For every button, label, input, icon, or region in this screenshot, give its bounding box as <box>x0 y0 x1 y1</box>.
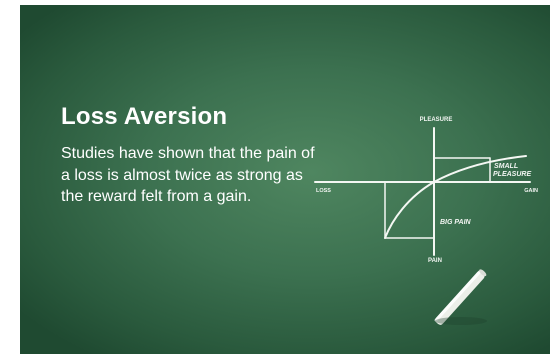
value-function-diagram: PLEASURE PAIN LOSS GAIN SMALL PLEASURE B… <box>314 117 538 325</box>
chalk-shadow <box>435 317 487 325</box>
slide-body-text: Studies have shown that the pain of a lo… <box>61 145 315 205</box>
chalkboard-slide: Loss Aversion Studies have shown that th… <box>20 5 550 354</box>
annotation-small: SMALL <box>494 163 518 170</box>
slide-title: Loss Aversion <box>61 103 228 130</box>
value-curve <box>384 155 527 239</box>
axis-label-gain: GAIN <box>524 188 538 194</box>
axis-label-pleasure: PLEASURE <box>420 117 453 123</box>
annotation-big-pain: BIG PAIN <box>440 219 472 226</box>
chalk-stick-icon <box>434 269 487 325</box>
annotation-pleasure: PLEASURE <box>493 171 531 178</box>
axis-label-loss: LOSS <box>316 188 331 194</box>
axis-label-pain: PAIN <box>428 258 442 264</box>
